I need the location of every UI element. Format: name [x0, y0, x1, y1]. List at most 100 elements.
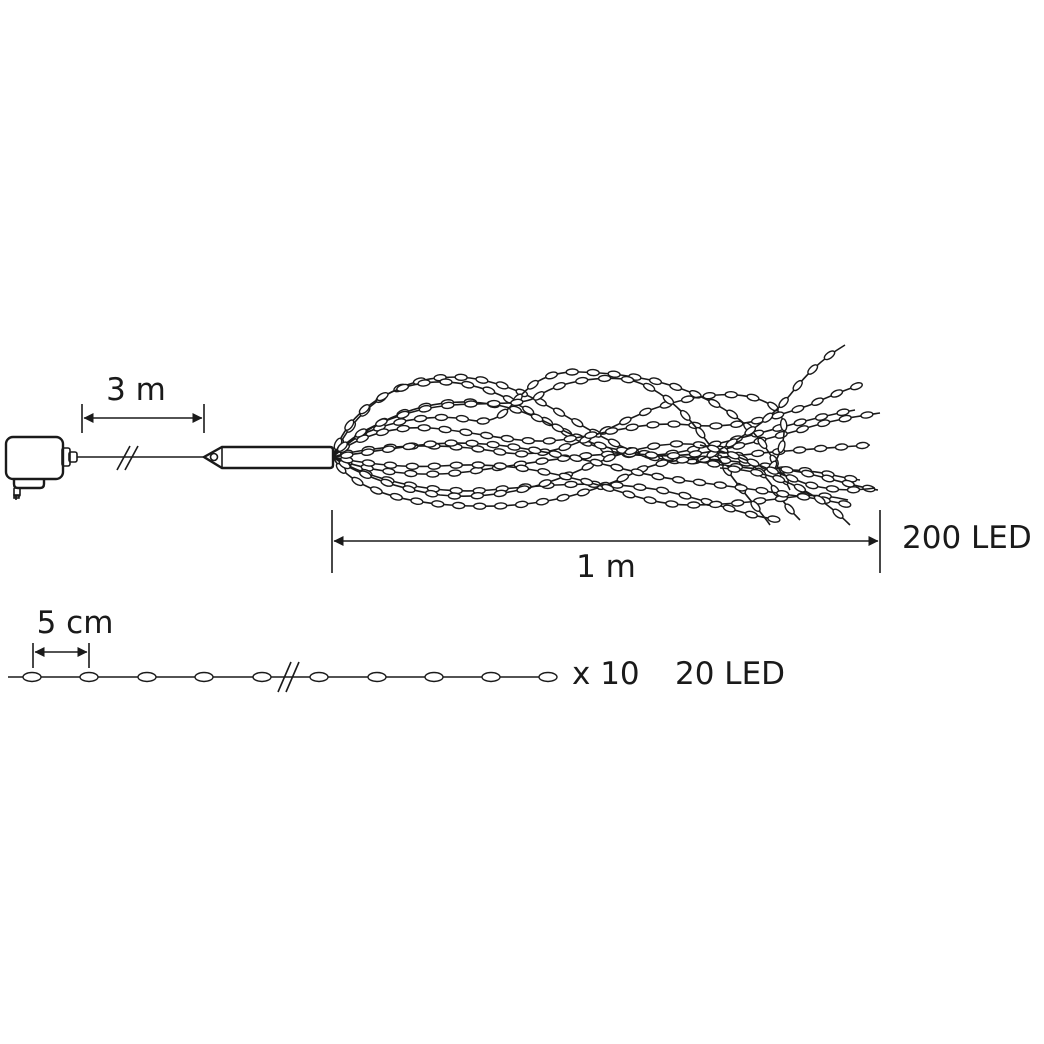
cluster-strand — [332, 412, 881, 475]
led-bulb-icon — [730, 420, 744, 428]
led-bulb-icon — [500, 434, 515, 443]
led-bulb-icon — [367, 671, 387, 683]
led-bulb-icon — [556, 493, 570, 502]
led-bulb-icon — [473, 502, 487, 510]
led-bulb-icon — [410, 497, 424, 506]
led-bulb-icon — [757, 437, 768, 450]
led-bulb-icon — [830, 389, 844, 398]
led-bulb-icon — [530, 413, 544, 423]
led-bulb-icon — [726, 409, 739, 420]
led-bulb-icon — [784, 503, 795, 515]
led-bulb-icon — [476, 417, 490, 425]
led-bulb-icon — [552, 407, 566, 417]
led-bulb-icon — [542, 437, 556, 445]
led-bulb-icon — [639, 407, 652, 417]
led-bulb-icon — [22, 671, 42, 683]
led-bulb-icon — [622, 490, 636, 499]
led-bulb-icon — [676, 456, 690, 464]
led-bulb-icon — [510, 398, 524, 407]
led-bulb-icon — [792, 446, 807, 454]
led-bulb-icon — [665, 500, 679, 508]
led-bulb-icon — [825, 485, 840, 493]
led-bulb-icon — [713, 481, 727, 489]
led-bulb-icon — [767, 515, 781, 523]
led-bulb-icon — [727, 465, 741, 473]
led-bulb-icon — [427, 462, 441, 470]
led-bulb-icon — [393, 418, 407, 426]
led-bulb-icon — [471, 445, 485, 453]
led-bulb-icon — [495, 381, 509, 390]
led-bulb-icon — [470, 491, 485, 500]
led-bulb-icon — [796, 425, 809, 434]
single-strand-detail: 5 cm x 10 20 LED — [8, 605, 785, 693]
led-bulb-icon — [679, 409, 691, 421]
led-bulb-icon — [780, 465, 794, 474]
led-bulb-icon — [846, 486, 861, 494]
led-bulb-icon — [580, 477, 594, 486]
led-bulb-icon — [620, 375, 635, 384]
led-bulb-icon — [724, 390, 738, 399]
led-bulb-icon — [667, 420, 681, 428]
led-bulb-icon — [537, 468, 551, 476]
led-bulb-icon — [493, 448, 507, 456]
led-bulb-icon — [569, 454, 583, 462]
cable-break-icon — [116, 445, 139, 471]
led-bulb-icon — [482, 386, 496, 395]
led-bulb-icon — [354, 428, 367, 438]
led-bulb-icon — [669, 440, 684, 448]
led-bulb-icon — [551, 423, 565, 433]
led-bulb-icon — [750, 500, 761, 513]
led-bulb-icon — [860, 411, 874, 419]
led-bulb-icon — [687, 501, 701, 509]
led-bulb-icon — [708, 398, 721, 409]
led-bulb-icon — [805, 481, 819, 490]
led-bulb-icon — [452, 501, 466, 510]
led-bulb-icon — [396, 383, 410, 392]
led-bulb-icon — [619, 416, 632, 426]
led-bulb-icon — [688, 450, 703, 458]
led-bulb-icon — [402, 442, 416, 451]
led-bulb-icon — [396, 424, 410, 433]
led-bulb-icon — [796, 493, 811, 501]
led-bulb-icon — [593, 441, 607, 450]
led-bulb-icon — [776, 489, 790, 498]
led-bulb-icon — [417, 379, 431, 387]
led-bulb-icon — [538, 671, 558, 683]
cluster-length-label: 1 m — [576, 549, 636, 585]
led-bulb-icon — [480, 431, 494, 440]
led-bulb-icon — [604, 427, 619, 435]
led-bulb-icon — [571, 418, 584, 428]
led-bulb-icon — [841, 479, 855, 488]
led-bulb-icon — [646, 421, 660, 429]
led-bulb-icon — [793, 483, 807, 493]
led-bulb-icon — [309, 671, 329, 683]
led-bulb-icon — [448, 469, 462, 477]
led-bulb-icon — [418, 404, 432, 413]
led-bulb-icon — [755, 486, 769, 495]
led-bulb-icon — [610, 463, 624, 472]
led-bulb-icon — [424, 671, 444, 683]
led-bulb-icon — [340, 451, 354, 459]
led-bulb-icon — [589, 458, 603, 467]
led-bulb-icon — [361, 448, 375, 456]
led-bulb-icon — [793, 418, 807, 427]
led-bulb-icon — [746, 458, 760, 467]
led-bulb-icon — [426, 470, 440, 478]
cluster-led-count-label: 200 LED — [902, 520, 1032, 556]
led-bulb-icon — [625, 423, 639, 432]
led-bulb-icon — [521, 436, 535, 445]
led-bulb-icon — [424, 489, 439, 498]
led-bulb-icon — [707, 460, 721, 468]
led-bulb-icon — [434, 413, 449, 422]
led-bulb-icon — [695, 426, 706, 439]
led-bulb-icon — [376, 391, 389, 402]
led-bulb-icon — [383, 461, 398, 469]
led-bulb-icon — [532, 391, 545, 401]
lead-length-dimension: 3 m — [81, 372, 205, 433]
led-bulb-icon — [527, 379, 539, 390]
led-bulb-icon — [535, 497, 550, 506]
led-bulb-icon — [586, 368, 600, 377]
led-bulb-icon — [644, 451, 659, 459]
strand-led-count-label: 20 LED — [675, 656, 785, 692]
